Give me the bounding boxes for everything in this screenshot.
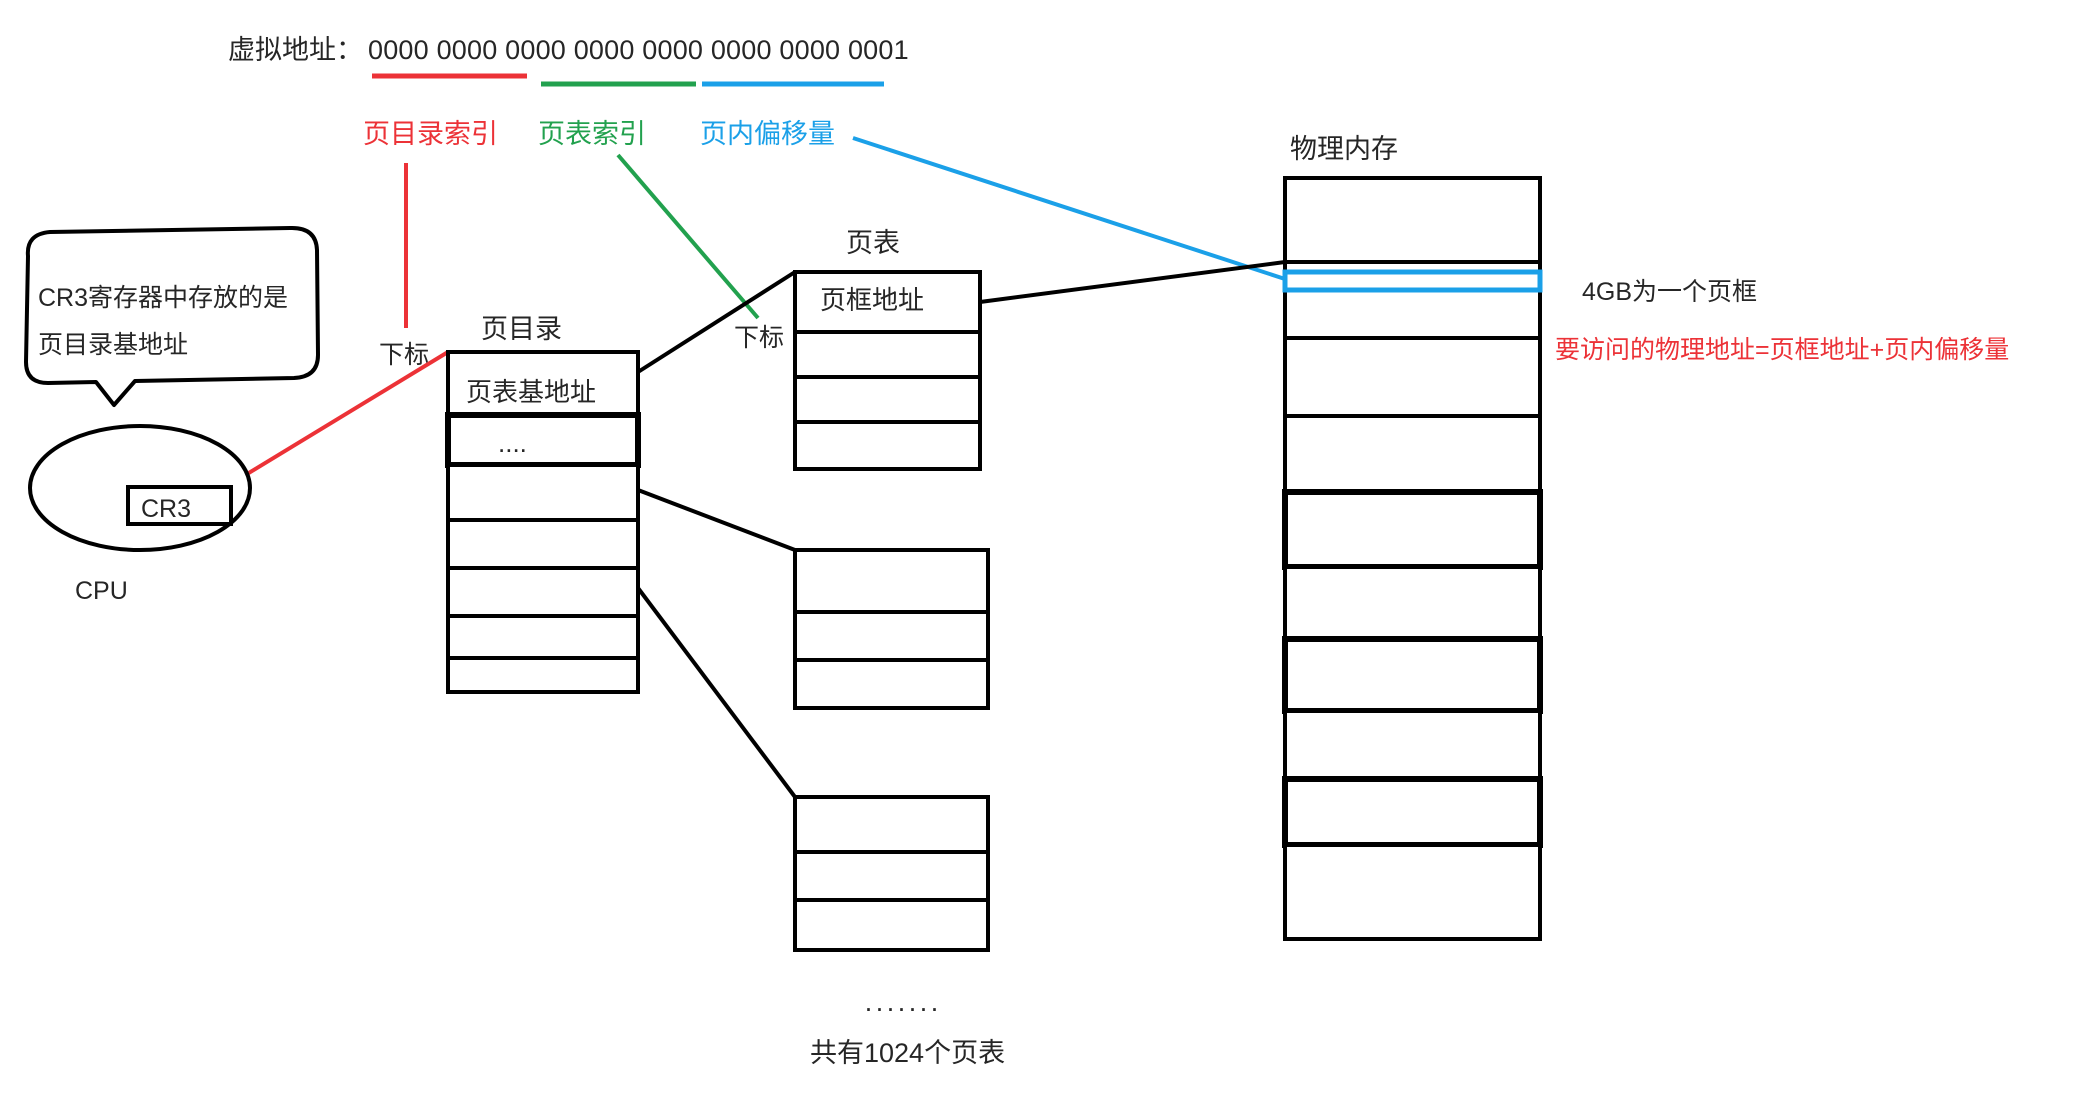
pt1-cell-3 [793,420,982,471]
pd-cell-0 [446,350,640,417]
pd-cell-2 [446,463,640,522]
pt1-cell-0 [793,270,982,334]
virtual-address-bits: 0000 0000 0000 0000 0000 0000 0000 0001 [368,35,909,65]
page-table-row-0-text: 页框地址 [820,285,925,315]
pm-cell-9 [1283,843,1542,941]
pm-cell-0 [1283,176,1542,264]
callout-line-1: CR3寄存器中存放的是 [38,284,289,312]
table-subscript-label: 下标 [734,324,785,352]
physical-address-formula-note: 要访问的物理地址=页框地址+页内偏移量 [1555,336,2010,364]
virtual-address-label: 虚拟地址： [228,35,363,65]
page-table-3 [793,795,990,952]
pm-cell-8 [1282,776,1543,848]
pd-cell-6 [446,656,640,694]
pd-cell-5 [446,614,640,660]
directory-to-table-connectors [636,270,797,799]
pm-cell-6 [1282,636,1543,714]
cpu-group [28,424,252,552]
pm-cell-2 [1283,336,1542,418]
pm-cell-5 [1283,565,1542,641]
table-to-memory-connectors [979,260,1286,304]
cr3-register-box [126,485,233,526]
pt3-cell-0 [793,795,990,854]
page-directory-table [445,350,641,694]
page-tables-total-label: 共有1024个页表 [810,1038,1006,1068]
pt1-cell-2 [793,375,982,424]
pt2-cell-2 [793,658,990,710]
page-directory-index-label: 页目录索引 [363,119,498,149]
pt3-cell-2 [793,898,990,952]
callout-line-2: 页目录基地址 [38,331,189,359]
cpu-label: CPU [75,577,128,605]
pd-to-pt2-connector [637,488,796,552]
page-table-index-label: 页表索引 [538,119,646,149]
page-directory-title: 页目录 [481,314,562,344]
page-directory-row-0-text: 页表基地址 [466,377,597,407]
pm-cell-3 [1283,414,1542,494]
page-table-1 [793,270,982,471]
page-tables-ellipsis: ······· [864,993,941,1023]
callout-bubble-shape [24,225,320,407]
pt2-cell-1 [793,610,990,662]
pd-to-pt1-connector [636,270,797,374]
green-leader-line [616,153,760,320]
page-table-title: 页表 [846,228,900,258]
cr3-callout-bubble [24,225,320,407]
page-frame-size-note: 4GB为一个页框 [1582,278,1758,306]
page-directory-row-1-text: .... [498,428,527,458]
cr3-register-label: CR3 [141,495,192,523]
green-leader-group [616,153,760,320]
physical-memory-table [1282,176,1543,941]
page-table-2 [793,548,990,710]
pd-cell-4 [446,566,640,618]
pm-cell-1 [1283,260,1542,340]
physical-memory-title: 物理内存 [1290,134,1398,164]
pt3-cell-1 [793,850,990,902]
physical-memory-highlight-band-top [1282,269,1543,293]
pd-cell-1 [445,412,641,468]
pm-cell-7 [1283,709,1542,781]
page-offset-label: 页内偏移量 [700,119,835,149]
blue-leader-line [852,136,1289,282]
address-field-underlines [372,73,884,87]
pt1-to-physmem-connector [979,260,1286,304]
pt2-cell-0 [793,548,990,614]
directory-subscript-label: 下标 [379,341,430,369]
pd-cell-3 [446,518,640,570]
pm-cell-4 [1282,489,1543,570]
pd-to-pt3-connector [636,586,797,799]
pt1-cell-1 [793,330,982,379]
